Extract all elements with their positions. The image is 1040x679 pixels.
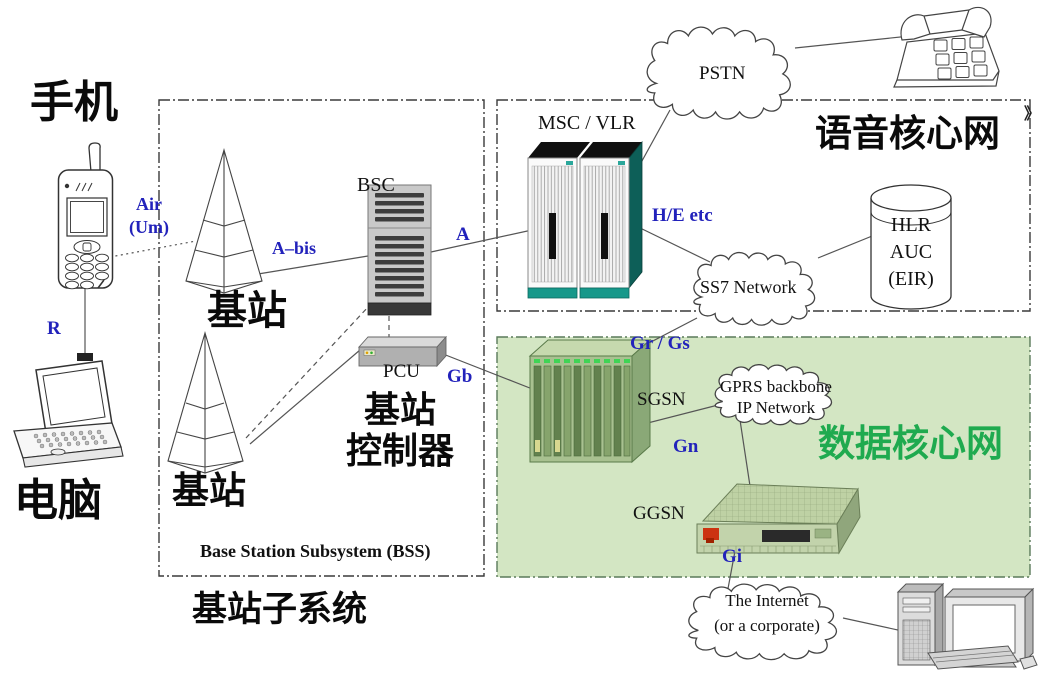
pstn-label: PSTN (699, 63, 746, 84)
hlr-line3: (EIR) (888, 268, 934, 290)
ss7-label: SS7 Network (700, 277, 797, 297)
link-gb (437, 351, 541, 393)
bss-region-box (158, 99, 485, 577)
link-air-um (109, 240, 197, 258)
he-interface-label: H/E etc (652, 205, 713, 226)
bts2-tower-illustration (167, 331, 244, 474)
link-bts2-bsc (245, 305, 370, 439)
internet-line1: The Internet (725, 591, 809, 610)
link-gi (726, 550, 736, 595)
bss-english-title: Base Station Subsystem (BSS) (200, 541, 431, 561)
bts1-label: 基站 (207, 288, 287, 334)
ss7-cloud (694, 253, 815, 326)
link-a (430, 229, 533, 253)
link-pstn-phone (794, 35, 911, 49)
bts1-tower-illustration (185, 148, 263, 294)
gprs-line1: GPRS backbone (720, 377, 832, 396)
link-internet-pc (842, 617, 908, 633)
link-he (633, 224, 711, 263)
gprs-line2: IP Network (736, 398, 816, 418)
gi-interface-label: Gi (722, 546, 743, 567)
desk-phone-illustration (893, 6, 1000, 88)
gprs-cloud-label: GPRS backbone IP Network (712, 376, 840, 419)
hlr-line2: AUC (889, 241, 933, 263)
a-interface-label: A (456, 224, 470, 245)
air-line2: (Um) (129, 217, 169, 238)
pstn-cloud (647, 27, 790, 119)
edge-decoration-mark: 》 (1024, 104, 1040, 123)
link-msc-pstn (636, 109, 671, 171)
msc-vlr-cabinets-illustration (527, 140, 643, 299)
internet-line2: (or a corporate) (714, 615, 820, 635)
hlr-database-illustration (870, 184, 952, 310)
msc-vlr-label: MSC / VLR (538, 112, 636, 134)
bsc-chinese-label: 基站 控制器 (320, 390, 480, 473)
link-abis (257, 255, 369, 275)
voice-core-title: 语音核心网 (815, 112, 1000, 155)
sgsn-label: SGSN (637, 389, 686, 410)
gprs-cloud (715, 365, 831, 425)
air-um-interface-label: Air (Um) (118, 193, 180, 240)
laptop-label: 电脑 (14, 475, 102, 526)
gn-interface-label: Gn (673, 436, 699, 457)
desktop-computer-illustration (896, 582, 1038, 670)
bsc-label: BSC (357, 174, 395, 196)
hlr-label: HLR AUC (EIR) (871, 212, 951, 293)
bss-chinese-title: 基站子系统 (192, 590, 368, 630)
air-line1: Air (136, 194, 162, 214)
bsc-rack-illustration (367, 184, 432, 316)
link-bts2-pcu (249, 343, 368, 445)
ggsn-router-illustration (696, 483, 861, 555)
internet-cloud-label: The Internet (or a corporate) (703, 589, 831, 638)
bsc-chinese-line2: 控制器 (345, 431, 454, 473)
sgsn-chassis-illustration (528, 338, 652, 464)
hlr-line1: HLR (891, 214, 931, 236)
mobile-phone-illustration (57, 142, 114, 290)
gr-gs-interface-label: Gr / Gs (630, 333, 690, 354)
abis-interface-label: A–bis (272, 238, 317, 258)
pcu-device-illustration (357, 335, 448, 368)
laptop-illustration (13, 353, 124, 468)
gb-interface-label: Gb (447, 366, 473, 387)
bsc-chinese-line1: 基站 (363, 390, 436, 431)
bts2-label: 基站 (172, 469, 246, 512)
pcu-label: PCU (383, 361, 420, 382)
mobile-label: 手机 (30, 77, 118, 128)
data-core-title: 数据核心网 (818, 422, 1003, 465)
r-interface-label: R (47, 318, 61, 339)
link-gn (739, 419, 751, 487)
internet-cloud (689, 584, 837, 659)
ggsn-label: GGSN (633, 503, 685, 524)
